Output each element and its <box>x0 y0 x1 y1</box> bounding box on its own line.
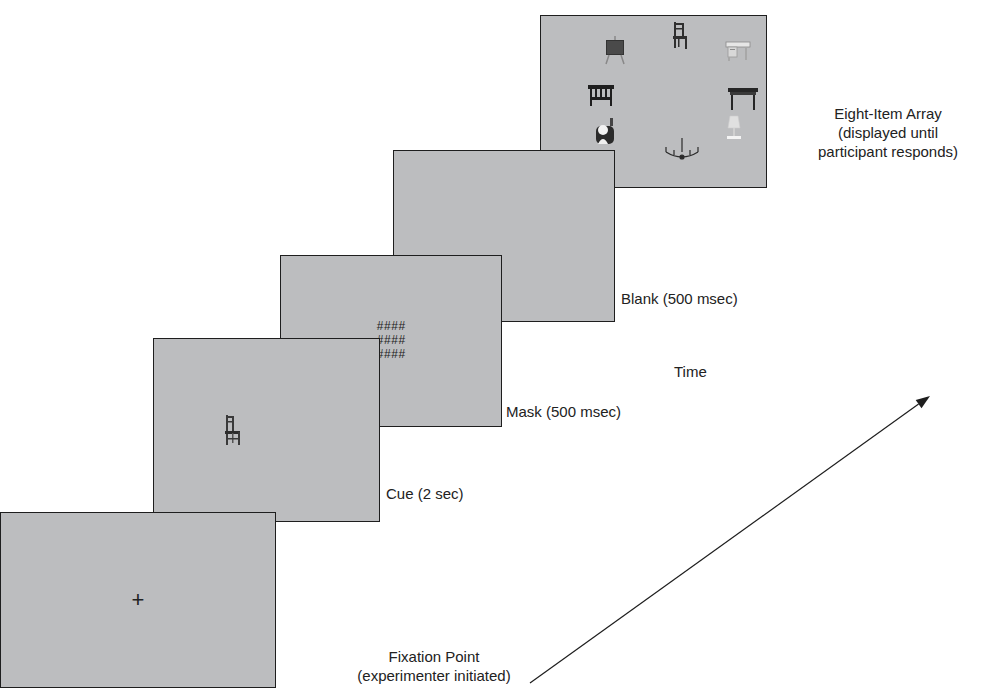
fixation-screen: +Fixation Point (experimenter initiated) <box>0 512 276 688</box>
cue-screen: Cue (2 sec) <box>153 338 380 522</box>
screen-label: Eight-Item Array (displayed until partic… <box>809 104 967 161</box>
axis-label: Time <box>674 362 707 381</box>
screen-label: Fixation Point (experimenter initiated) <box>344 647 524 685</box>
screen-label: Cue (2 sec) <box>386 484 464 503</box>
screen-label: Blank (500 msec) <box>621 289 738 308</box>
cue-chair <box>222 414 244 446</box>
screen-label: Mask (500 msec) <box>506 402 621 421</box>
fixation-cross: + <box>132 589 145 611</box>
